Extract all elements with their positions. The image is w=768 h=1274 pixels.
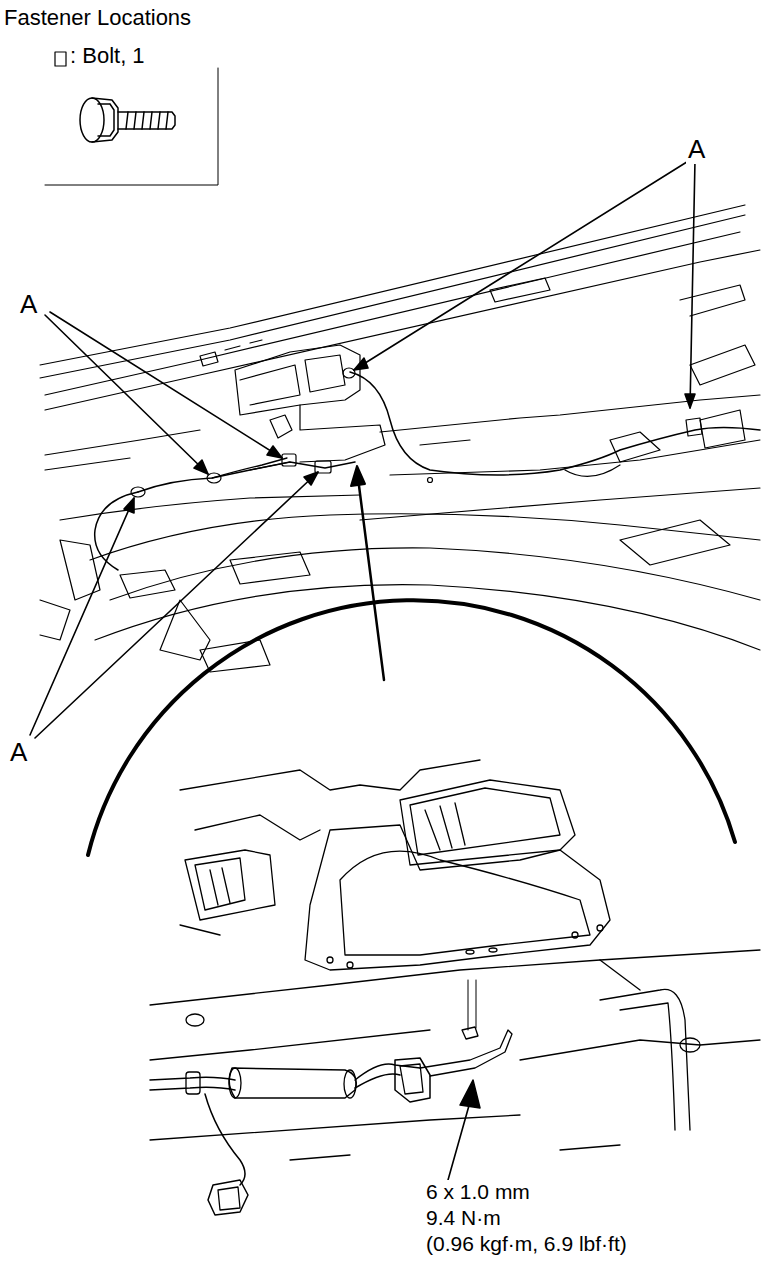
callout-letter: A (18, 290, 39, 319)
torque-value: (0.96 kgf·m, 6.9 lbf·ft) (424, 1232, 629, 1255)
callout-letter: A (686, 135, 707, 164)
legend-entry: : Bolt, 1 (70, 44, 145, 68)
legend-frame (45, 68, 218, 185)
detail-view (150, 760, 760, 1215)
detail-circle (88, 600, 735, 855)
detail-pointer (358, 478, 384, 680)
leader-arrows (30, 160, 695, 738)
callout-letter: A (8, 738, 29, 767)
detail-arrowhead (351, 466, 365, 486)
torque-value: 9.4 N·m (424, 1206, 503, 1229)
torque-arrowhead (460, 1080, 480, 1108)
torque-leader (448, 1102, 470, 1180)
bolt-icon (80, 98, 175, 142)
legend-title: Fastener Locations (4, 6, 191, 30)
bolt-size: 6 x 1.0 mm (424, 1180, 532, 1203)
bolt-legend-square (55, 52, 66, 66)
